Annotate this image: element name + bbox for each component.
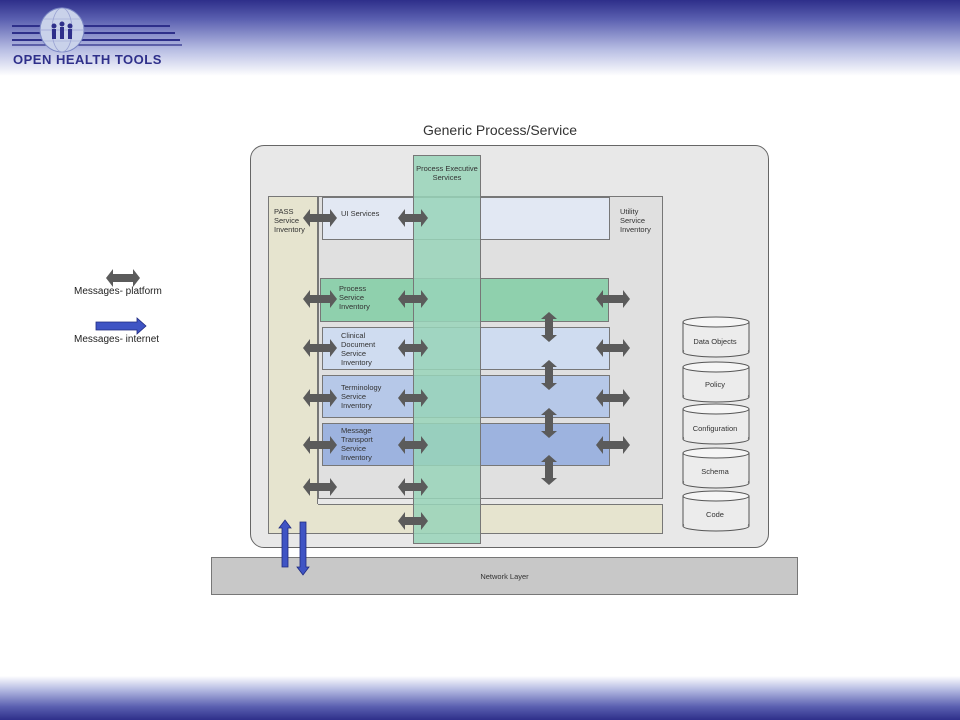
cylinder-icon xyxy=(682,447,750,489)
network-layer xyxy=(211,557,798,595)
cylinder-icon xyxy=(682,403,750,445)
policy-store: Policy xyxy=(682,361,750,403)
network-layer-label: Network Layer xyxy=(480,572,529,581)
legend-platform-label: Messages- platform xyxy=(74,286,162,297)
configuration-label: Configuration xyxy=(692,424,738,433)
pass-base-top-border xyxy=(318,504,663,505)
process-service-label: Process Service Inventory xyxy=(339,284,370,311)
cylinder-icon xyxy=(682,490,750,532)
data-objects-label: Data Objects xyxy=(693,337,737,346)
open-health-tools-logo: OPEN HEALTH TOOLS xyxy=(10,4,190,74)
pass-service-inventory xyxy=(268,196,318,534)
configuration-store: Configuration xyxy=(682,403,750,445)
cylinder-icon xyxy=(682,361,750,403)
process-executive-column xyxy=(413,155,481,544)
legend-platform-arrow xyxy=(106,269,140,287)
schema-label: Schema xyxy=(701,467,729,476)
ui-services-label: UI Services xyxy=(341,209,380,218)
cylinder-icon xyxy=(682,316,750,358)
header-band xyxy=(0,0,960,76)
logo-text: OPEN HEALTH TOOLS xyxy=(13,52,162,67)
message-transport-label: Message Transport Service Inventory xyxy=(341,426,373,462)
code-label: Code xyxy=(706,510,724,519)
policy-label: Policy xyxy=(704,380,725,389)
footer-band xyxy=(0,676,960,720)
process-executive-label: Process Executive Services xyxy=(416,164,478,182)
diagram-title: Generic Process/Service xyxy=(422,122,578,138)
legend-internet-label: Messages- internet xyxy=(74,334,160,345)
legend-internet-arrow xyxy=(95,317,147,335)
data-objects-store: Data Objects xyxy=(682,316,750,358)
clinical-document-label: Clinical Document Service Inventory xyxy=(341,331,376,367)
schema-store: Schema xyxy=(682,447,750,489)
terminology-label: Terminology Service Inventory xyxy=(341,383,382,410)
pass-inventory-label: PASS Service Inventory xyxy=(274,207,305,234)
code-store: Code xyxy=(682,490,750,532)
utility-inventory-label: Utility Service Inventory xyxy=(620,207,651,234)
